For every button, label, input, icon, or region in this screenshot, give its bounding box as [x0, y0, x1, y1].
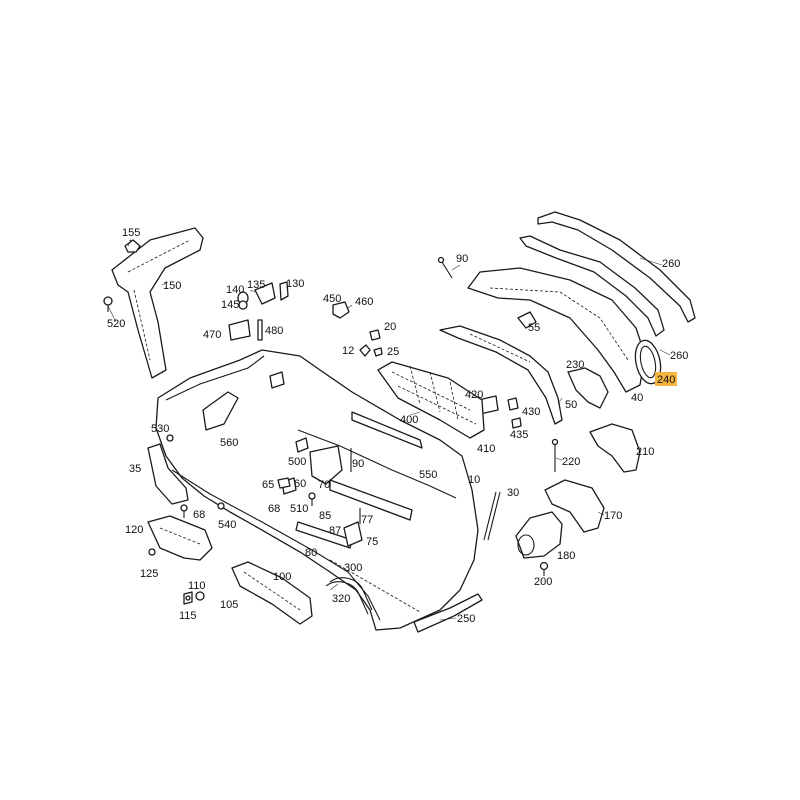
- callout-55: 55: [528, 322, 540, 334]
- part-clip-155: [124, 239, 141, 253]
- callout-520: 520: [107, 318, 125, 330]
- part-bracket-150: [111, 227, 204, 379]
- callout-87: 87: [329, 525, 341, 537]
- callout-320: 320: [332, 593, 350, 605]
- part-strip-250: [413, 593, 483, 633]
- part-sensor-450-460: [332, 301, 350, 319]
- part-bolt-90-top: [437, 256, 453, 279]
- part-trim-260: [519, 211, 696, 337]
- callout-500: 500: [288, 456, 306, 468]
- callout-435: 435: [510, 429, 528, 441]
- callout-120: 120: [125, 524, 143, 536]
- callout-110: 110: [188, 580, 206, 592]
- part-exhaust-180: [515, 511, 563, 559]
- callout-135: 135: [247, 279, 265, 291]
- callout-115: 115: [179, 610, 197, 622]
- part-screw-520: [103, 296, 113, 312]
- part-diffuser-upper: [467, 267, 646, 393]
- part-bolt-220: [551, 438, 559, 472]
- callout-145: 145: [221, 299, 239, 311]
- callout-75: 75: [366, 536, 378, 548]
- callout-170: 170: [604, 510, 622, 522]
- part-screw-540: [217, 502, 225, 510]
- callout-560: 560: [220, 437, 238, 449]
- callout-68-a: 68: [193, 509, 205, 521]
- part-rail-70-85: [295, 479, 413, 549]
- part-screw-200: [539, 561, 549, 576]
- callout-180: 180: [557, 550, 575, 562]
- callout-250: 250: [457, 613, 475, 625]
- part-clips-87-75-77: [343, 508, 363, 547]
- callout-80: 80: [305, 547, 317, 559]
- callout-410: 410: [477, 443, 495, 455]
- callout-260-b: 260: [670, 350, 688, 362]
- part-bracket-120: [147, 515, 213, 561]
- callout-35: 35: [129, 463, 141, 475]
- part-trim-50: [439, 325, 563, 425]
- part-clip-140-145: [237, 281, 289, 310]
- callout-150: 150: [163, 280, 181, 292]
- callout-430: 430: [522, 406, 540, 418]
- part-trim-300-320: [325, 577, 373, 615]
- callout-200: 200: [534, 576, 552, 588]
- callout-460: 460: [355, 296, 373, 308]
- callout-100: 100: [273, 571, 291, 583]
- part-clips-20-12-25: [359, 329, 383, 357]
- callout-155: 155: [122, 227, 140, 239]
- part-sensor-420: [477, 395, 522, 429]
- callout-12: 12: [342, 345, 354, 357]
- callout-68-b: 68: [268, 503, 280, 515]
- part-ring-240: [634, 339, 662, 385]
- callout-550: 550: [419, 469, 437, 481]
- callout-480: 480: [265, 325, 283, 337]
- leader-lines: [107, 239, 671, 621]
- part-bracket-100: [231, 561, 313, 625]
- callout-60: 60: [294, 478, 306, 490]
- part-cover-470: [228, 319, 263, 341]
- callout-70: 70: [318, 479, 330, 491]
- callout-50: 50: [565, 399, 577, 411]
- callout-420: 420: [465, 389, 483, 401]
- part-bumper-cover: [155, 349, 479, 631]
- callout-470: 470: [203, 329, 221, 341]
- callout-40: 40: [631, 392, 643, 404]
- callout-105: 105: [220, 599, 238, 611]
- callout-240: 240: [657, 374, 675, 386]
- callout-300: 300: [344, 562, 362, 574]
- callout-400: 400: [400, 414, 418, 426]
- callout-labels: 155 150 520 140 135 130 145 470 480 450 …: [107, 227, 688, 625]
- callout-450: 450: [323, 293, 341, 305]
- part-strip-30: [483, 491, 501, 541]
- callout-90-mid: 90: [352, 458, 364, 470]
- callout-10: 10: [468, 474, 480, 486]
- part-fasteners-110: [183, 591, 205, 605]
- part-grille-400: [377, 361, 485, 439]
- part-bracket-170: [544, 479, 605, 533]
- callout-25: 25: [387, 346, 399, 358]
- callout-260-a: 260: [662, 258, 680, 270]
- callout-125: 125: [140, 568, 158, 580]
- callout-130: 130: [286, 278, 304, 290]
- callout-210: 210: [636, 446, 654, 458]
- callout-77: 77: [361, 514, 373, 526]
- part-bracket-230: [567, 367, 609, 409]
- part-clip-65-68: [180, 477, 316, 518]
- callout-30: 30: [507, 487, 519, 499]
- highlight-240: [655, 372, 677, 386]
- callout-20: 20: [384, 321, 396, 333]
- callout-510: 510: [290, 503, 308, 515]
- callout-85: 85: [319, 510, 331, 522]
- part-strip-550: [351, 411, 423, 449]
- callout-220: 220: [562, 456, 580, 468]
- callout-140: 140: [226, 284, 244, 296]
- part-bracket-210: [589, 423, 641, 473]
- callout-230: 230: [566, 359, 584, 371]
- callout-540: 540: [218, 519, 236, 531]
- callout-90-top: 90: [456, 253, 468, 265]
- callout-530: 530: [151, 423, 169, 435]
- part-bracket-35: [147, 434, 189, 505]
- callout-65: 65: [262, 479, 274, 491]
